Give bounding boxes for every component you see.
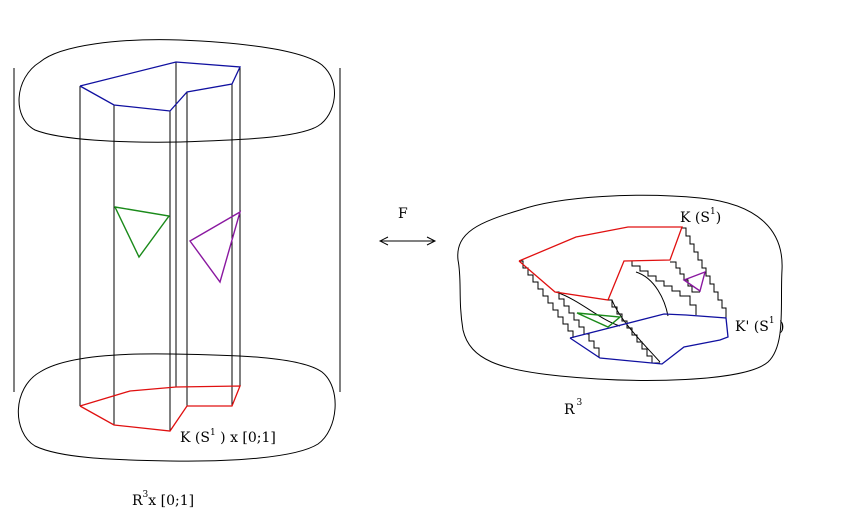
- staircase-4: [682, 227, 727, 318]
- left-cylinder: [13, 39, 341, 462]
- map-arrow-group: F: [378, 206, 437, 246]
- arrow-head-right: [426, 236, 437, 246]
- prism-edges: [79, 62, 241, 431]
- arrow-head-left: [378, 236, 389, 246]
- triangle-green-left: [113, 206, 171, 259]
- knot-bottom-red: [79, 385, 241, 432]
- knot-K-red: [518, 226, 683, 301]
- right-blob: [457, 194, 783, 381]
- knot-top-blue: [79, 61, 241, 112]
- triangle-purple-left: [188, 210, 242, 284]
- staircase-6: [670, 261, 700, 293]
- curve-3: [555, 291, 621, 327]
- top-lid: [18, 39, 335, 143]
- right-knot-label: K (S1): [680, 207, 721, 226]
- staircase-5: [624, 260, 697, 315]
- knot-Kprime-blue: [569, 313, 729, 365]
- triangle-purple-right: [682, 270, 707, 293]
- left-knot-label: K (S1 ) x [0;1]: [180, 428, 276, 446]
- curve-1: [635, 271, 669, 317]
- map-label: F: [398, 206, 408, 222]
- staircase-1: [519, 260, 574, 338]
- right-knot-prime-label: K' (S1 ): [735, 316, 784, 335]
- right-space: [457, 194, 783, 381]
- curve-2: [611, 299, 661, 363]
- left-base-label: R3x [0;1]: [132, 490, 194, 509]
- triangle-green-right: [576, 312, 622, 328]
- bottom-lid: [17, 353, 336, 462]
- staircase-2: [555, 291, 600, 357]
